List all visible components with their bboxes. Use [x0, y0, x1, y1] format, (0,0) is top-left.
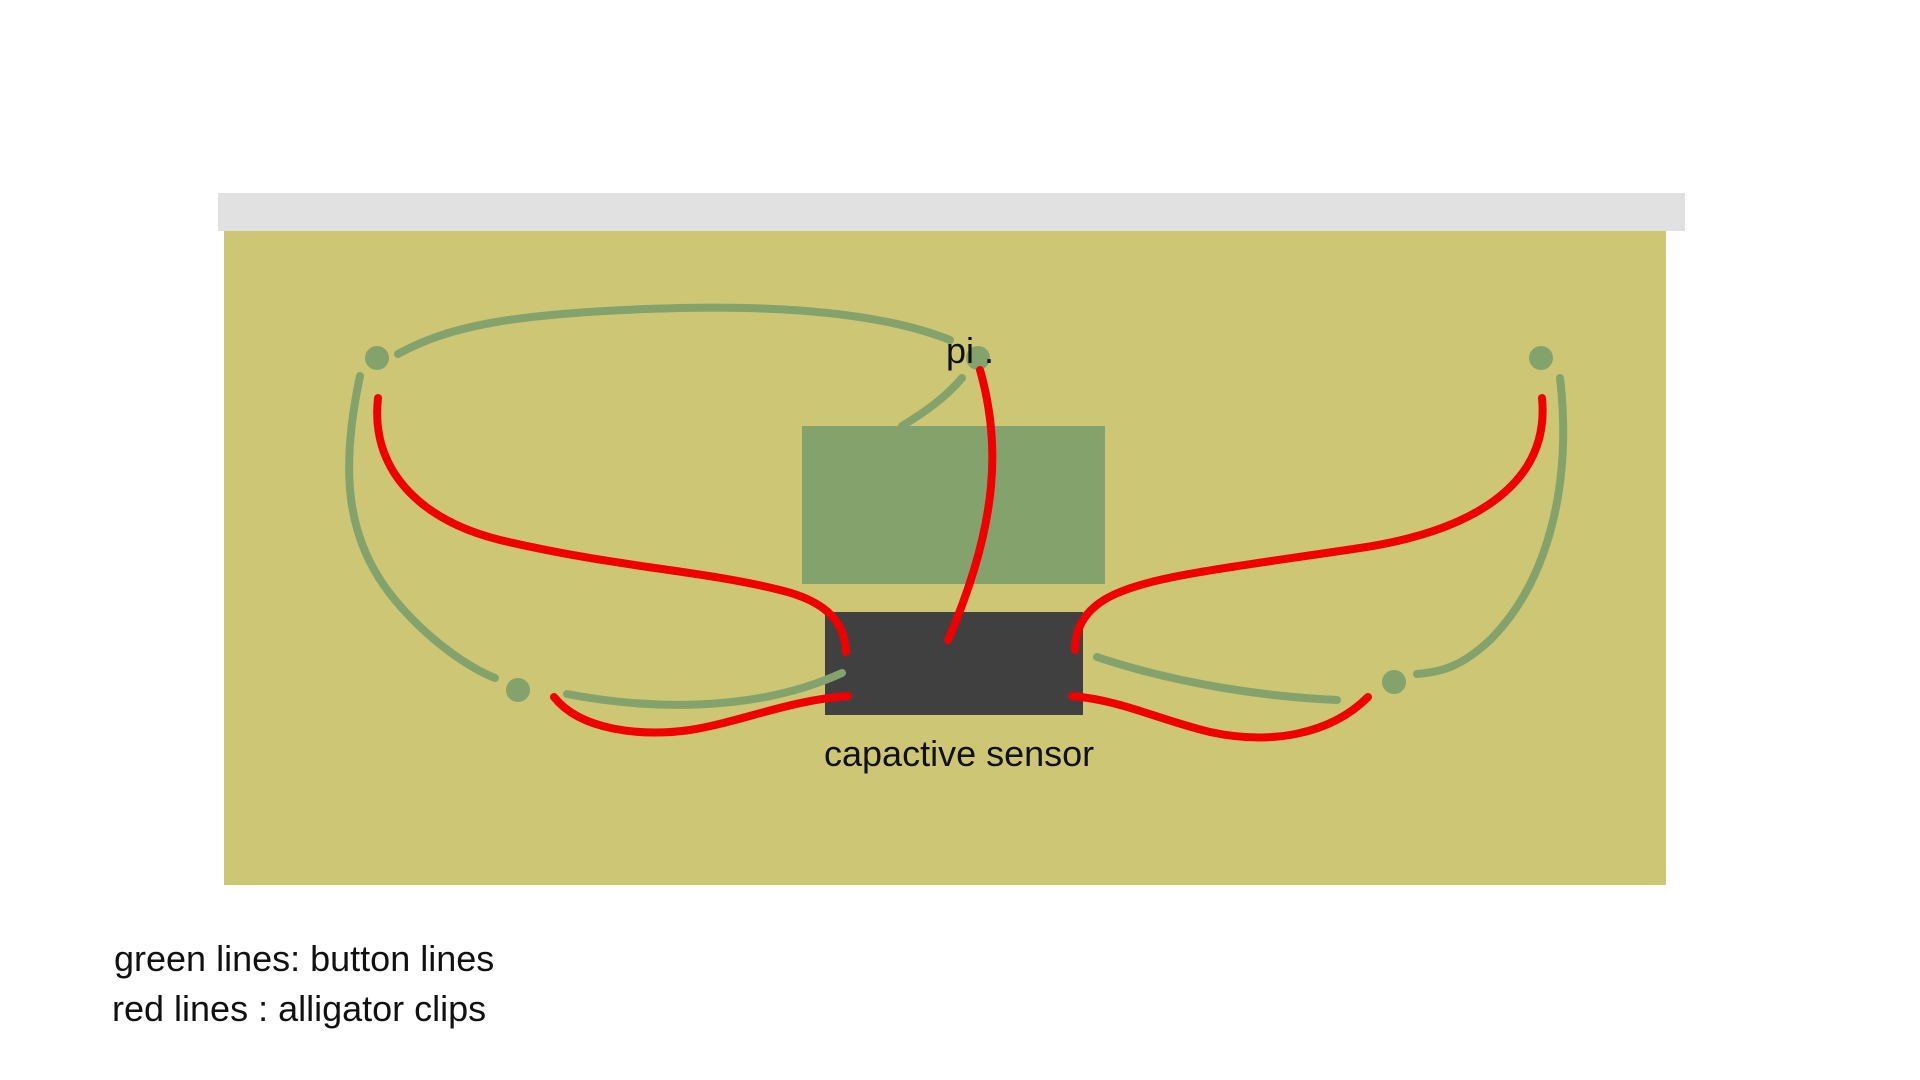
red-wire-bottom-left — [550, 692, 852, 737]
pi-box — [802, 426, 1105, 584]
button-dot-icon — [1382, 670, 1406, 694]
button-dot-icon — [506, 678, 530, 702]
legend-red-lines: red lines : alligator clips — [112, 988, 487, 1029]
green-wire-right-sensor — [1093, 653, 1341, 704]
button-dot-icon — [365, 346, 389, 370]
green-wire-right-outer — [1413, 374, 1568, 678]
red-wire-pi-to-sensor — [944, 366, 997, 644]
red-wire-top-right — [1071, 394, 1547, 654]
board-top-bar — [218, 193, 1685, 231]
green-wire-left-outer — [345, 372, 499, 682]
legend-green-lines: green lines: button lines — [114, 938, 495, 979]
button-dot-icon — [966, 346, 990, 370]
green-wire-pi-box — [898, 374, 966, 430]
green-wire-pi-top-left — [394, 303, 954, 358]
sensor-label: capactive sensor — [824, 733, 1094, 774]
red-wire-top-left — [373, 394, 850, 656]
button-dot-icon — [1529, 346, 1553, 370]
pi-label: pi . — [946, 330, 994, 371]
green-wire-left-sensor — [563, 669, 846, 709]
red-wire-bottom-right — [1068, 692, 1372, 742]
